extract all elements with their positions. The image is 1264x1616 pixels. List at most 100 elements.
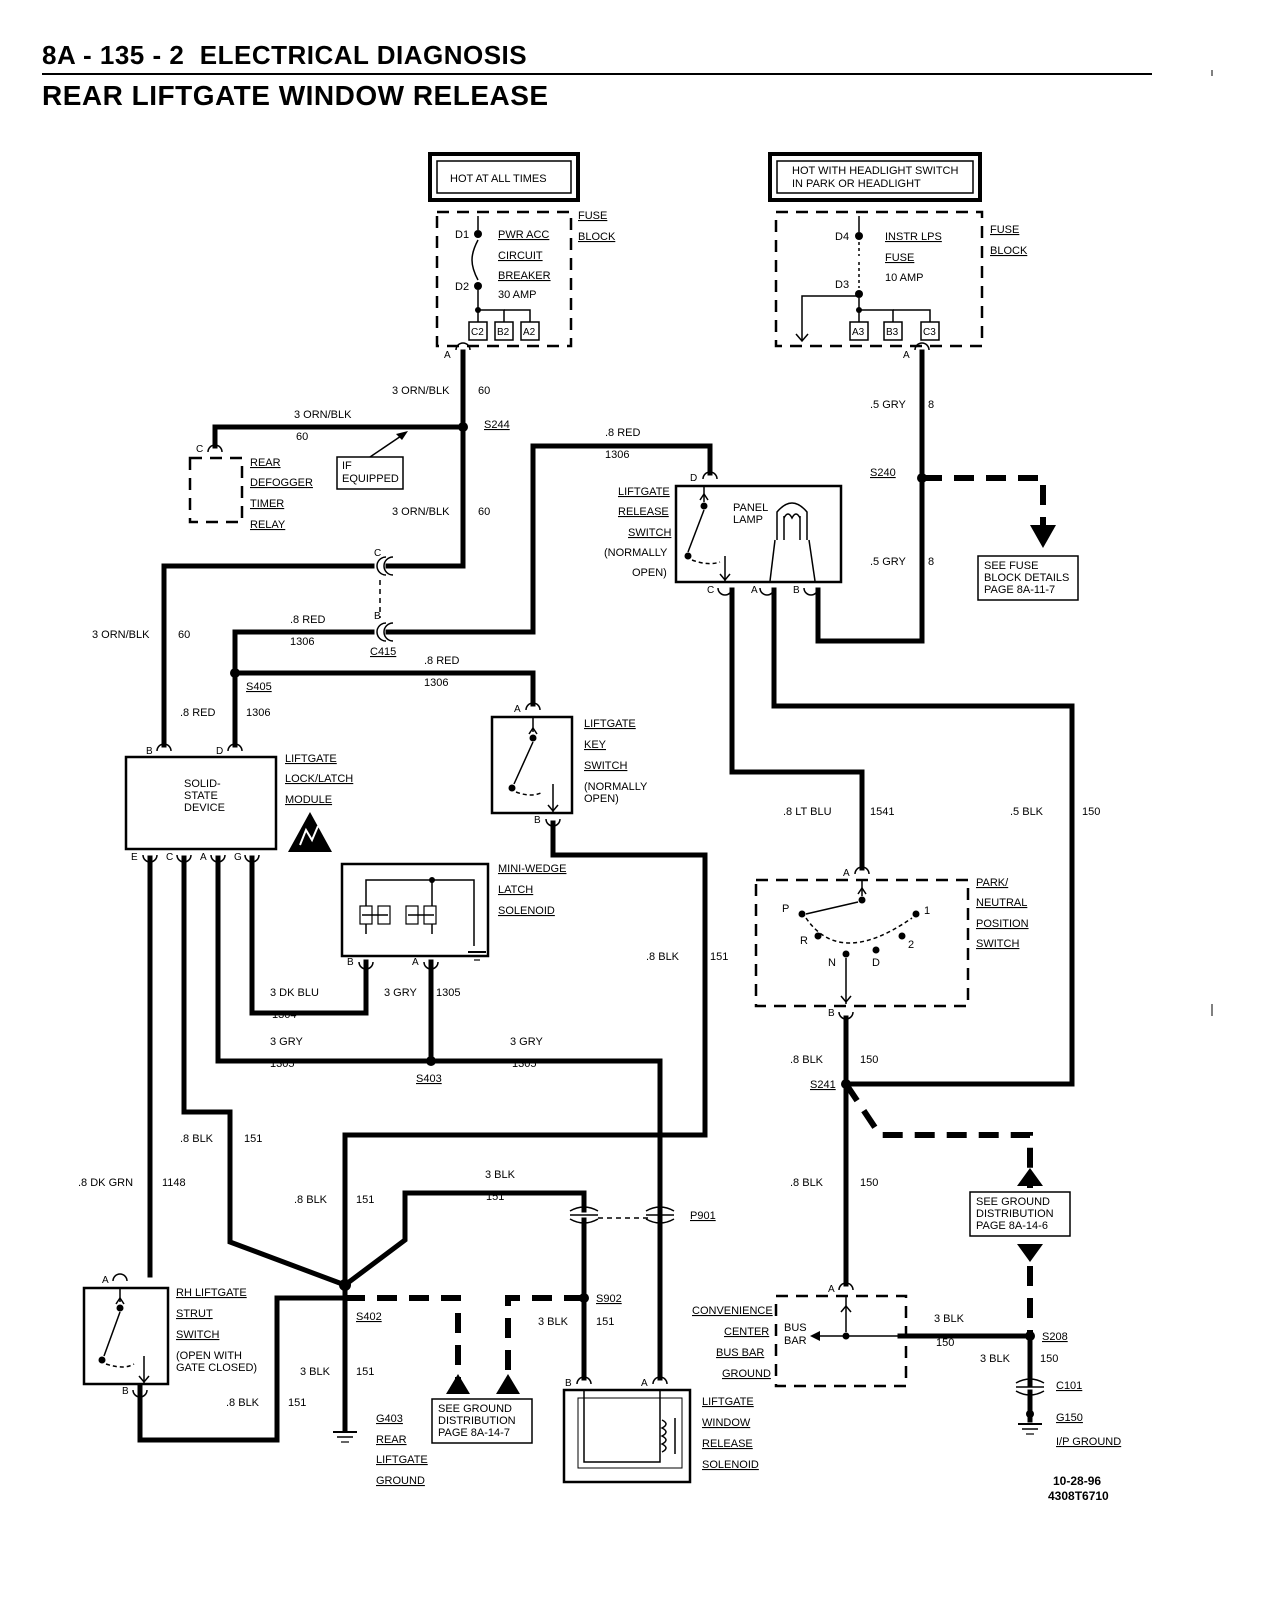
label-151-4: 151 <box>486 1191 504 1203</box>
lwr-label-2: WINDOW <box>702 1417 751 1429</box>
pnp-pin-a: A <box>843 868 850 879</box>
terminal-b2: B2 <box>497 327 510 338</box>
module-pin-g: G <box>234 852 242 863</box>
pnp-d: D <box>872 957 880 969</box>
lwr-label-4: SOLENOID <box>702 1459 759 1471</box>
see-gd-bottom-label-1: SEE GROUND <box>438 1403 512 1415</box>
section-heading: 8A - 135 - 2 ELECTRICAL DIAGNOSIS <box>42 40 1152 70</box>
panel-lamp-label-2: LAMP <box>733 514 763 526</box>
wire-08red-s405-keysw <box>232 670 536 707</box>
hot-headlight-label-1: HOT WITH HEADLIGHT SWITCH <box>792 165 958 177</box>
wire-3gry-1305-b <box>428 959 663 1381</box>
ground-g150: G150 I/P GROUND <box>1018 1410 1121 1448</box>
label-150-2: 150 <box>860 1054 878 1066</box>
ssd-label-2: STATE <box>184 790 218 802</box>
wire-05gry-8 <box>815 349 925 644</box>
rear-defogger-timer-relay: C REAR DEFOGGER TIMER RELAY <box>188 444 313 531</box>
cbb-label-4: GROUND <box>722 1368 771 1380</box>
terminal-d2 <box>474 282 482 290</box>
label-08red-3: .8 RED <box>424 655 460 667</box>
label-3gry-2: 3 GRY <box>270 1036 303 1048</box>
instr-lps-label-3: 10 AMP <box>885 272 924 284</box>
p901-label: P901 <box>690 1210 716 1222</box>
strut-label-1: RH LIFTGATE <box>176 1287 247 1299</box>
mws-pin-a: A <box>412 957 419 968</box>
pnp-pin-b: B <box>828 1008 835 1019</box>
c415-pin-c: C <box>374 548 381 559</box>
liftgate-lock-latch-module: B D SOLID- STATE DEVICE LIFTGATE LOCK/LA… <box>124 743 353 863</box>
park-neutral-position-switch: A P R N D 2 1 PARK/ NEUTRAL POSITION SWI… <box>754 866 1029 1020</box>
section-number: 8A - 135 - 2 <box>42 40 185 70</box>
label-1304: 1304 <box>272 1009 296 1021</box>
see-gd-right-label-1: SEE GROUND <box>976 1196 1050 1208</box>
g403-label-2: REAR <box>376 1434 407 1446</box>
ssd-label-1: SOLID- <box>184 778 221 790</box>
rear-defog-label-4: RELAY <box>250 519 286 531</box>
splice-s402-label: S402 <box>356 1311 382 1323</box>
pin-d2: D2 <box>455 281 469 293</box>
page-title: REAR LIFTGATE WINDOW RELEASE <box>42 80 549 111</box>
mws-pin-b: B <box>347 957 354 968</box>
hot-headlight-label-2: IN PARK OR HEADLIGHT <box>792 178 921 190</box>
pin-d1: D1 <box>455 229 469 241</box>
wire-3gry-1305-a <box>215 855 434 1064</box>
module-pin-a: A <box>200 852 207 863</box>
wire-3orn-blk-to-module <box>161 563 375 748</box>
label-08ltblu: .8 LT BLU <box>783 806 832 818</box>
label-3blk-1: 3 BLK <box>485 1169 516 1181</box>
circuit-breaker-symbol <box>471 239 479 281</box>
wire-08blk-151-strut <box>137 1295 348 1443</box>
pnp-p: P <box>782 903 789 915</box>
ground-distribution-wires <box>345 475 1046 1385</box>
lwr-label-1: LIFTGATE <box>702 1396 754 1408</box>
arrow-down-icon <box>1017 1244 1043 1262</box>
lwr-label-3: RELEASE <box>702 1438 753 1450</box>
ip-ground-label: I/P GROUND <box>1056 1436 1121 1448</box>
wire-08blk-151-c <box>181 855 349 1289</box>
esd-warning-icon <box>288 812 332 852</box>
splice-s241-label: S241 <box>810 1079 836 1091</box>
wire-08red-1306-lower <box>232 629 375 748</box>
pnp-r: R <box>800 935 808 947</box>
pnp-1: 1 <box>924 905 930 917</box>
strut-pin-b: B <box>122 1386 129 1397</box>
fuse-left-pin-a: A <box>444 350 451 361</box>
pnp-label-3: POSITION <box>976 918 1029 930</box>
splice-s244-label: S244 <box>484 419 510 431</box>
hot-headlight-box: HOT WITH HEADLIGHT SWITCH IN PARK OR HEA… <box>768 152 982 202</box>
splice-s208 <box>1025 1331 1035 1341</box>
ssd-label-3: DEVICE <box>184 802 225 814</box>
bus-label-1: BUS <box>784 1322 807 1334</box>
rear-defog-label-2: DEFOGGER <box>250 477 313 489</box>
label-08dkgrn: .8 DK GRN <box>78 1177 133 1189</box>
key-pin-b: B <box>534 815 541 826</box>
llm-label-2: LOCK/LATCH <box>285 773 353 785</box>
strut-label-2: STRUT <box>176 1308 213 1320</box>
key-label-1: LIFTGATE <box>584 718 636 730</box>
instr-lps-label-2: FUSE <box>885 252 914 264</box>
terminal-a2: A2 <box>523 327 536 338</box>
label-3gry-1: 3 GRY <box>384 987 417 999</box>
wire-05blk-150 <box>771 587 1075 1087</box>
c415-pin-b: B <box>374 611 381 622</box>
label-3orn-blk-3: 3 ORN/BLK <box>392 506 450 518</box>
pnp-label-4: SWITCH <box>976 938 1019 950</box>
wire-08blk-151-key <box>342 820 708 1288</box>
instr-lps-label-1: INSTR LPS <box>885 231 942 243</box>
label-08red-1: .8 RED <box>605 427 641 439</box>
lrs-pin-d: D <box>690 473 697 484</box>
label-3blk-5: 3 BLK <box>980 1353 1011 1365</box>
splice-s405 <box>230 668 240 678</box>
convenience-center-bus-bar: A BUS BAR CONVENIENCE CENTER BUS BAR GRO… <box>692 1282 908 1388</box>
lrs-label-4: (NORMALLY <box>604 547 668 559</box>
liftgate-release-switch: D PANEL LAMP LIFTGATE RELEASE SWITCH (NO… <box>604 471 843 596</box>
if-equipped-label-1: IF <box>342 460 352 472</box>
label-1305-2: 1305 <box>270 1058 294 1070</box>
label-151-2: 151 <box>244 1133 262 1145</box>
label-1541: 1541 <box>870 806 894 818</box>
module-pin-b: B <box>146 746 153 757</box>
arrow-down-icon <box>1030 525 1056 548</box>
lwr-pin-b: B <box>565 1378 572 1389</box>
splice-s402 <box>339 1279 351 1291</box>
